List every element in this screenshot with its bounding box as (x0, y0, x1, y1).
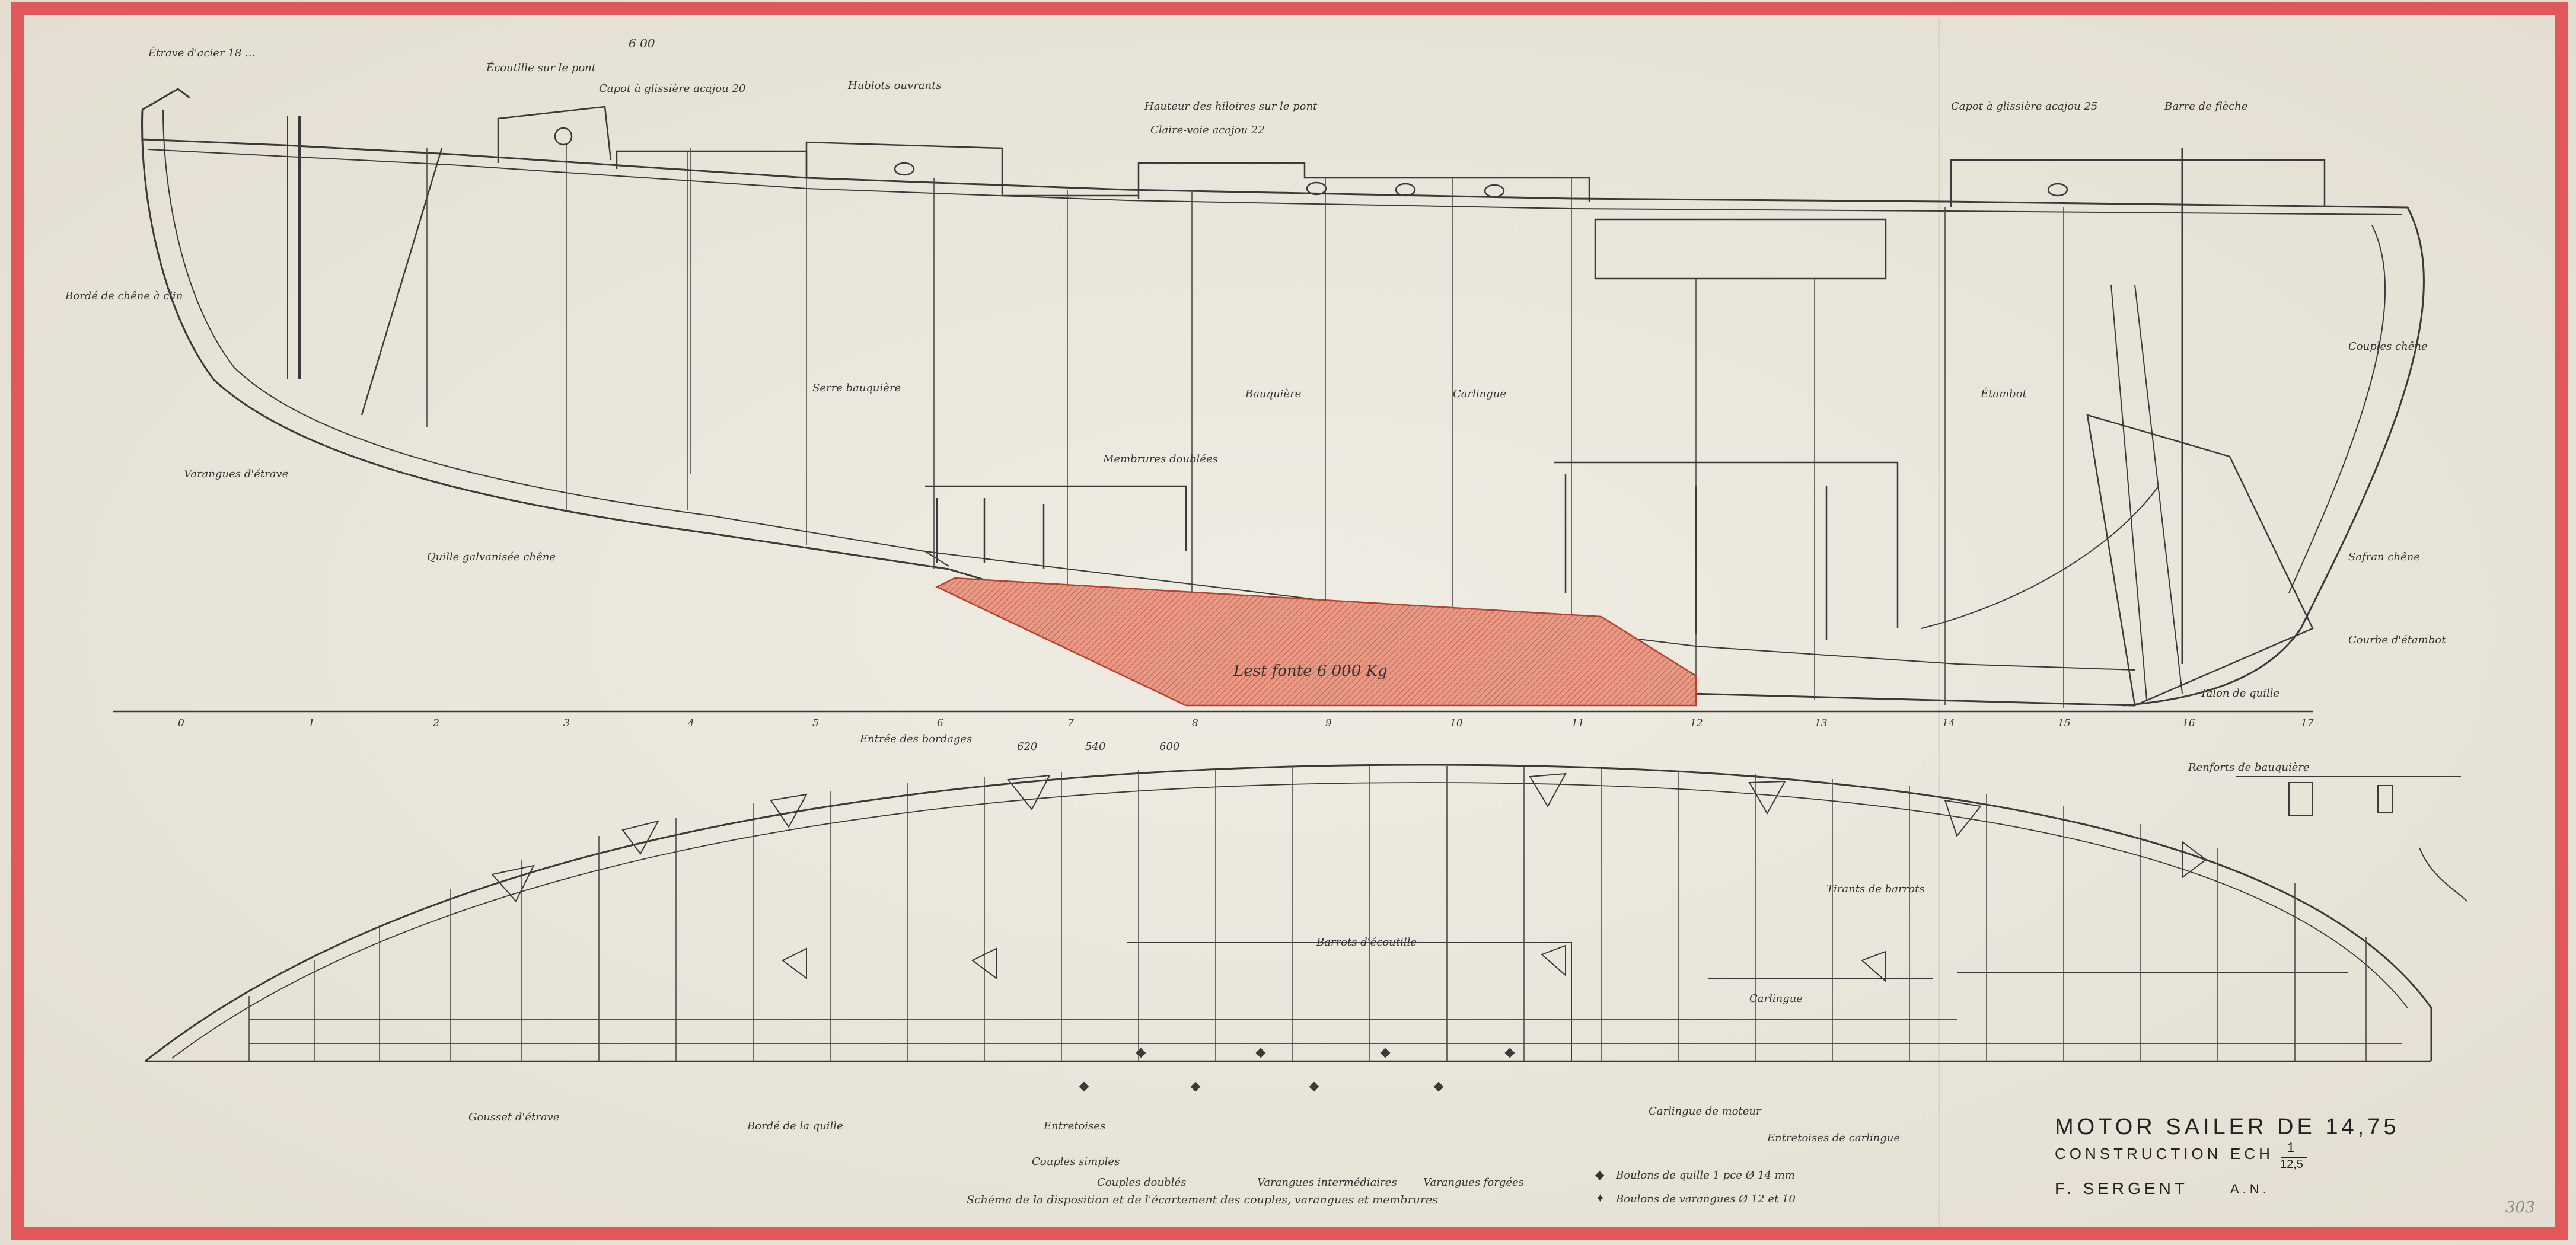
note-portholes: Hublots ouvrants (847, 79, 942, 92)
detail-sketch (2236, 776, 2467, 902)
ballast-label: Lest fonte 6 000 Kg (1233, 662, 1388, 680)
legend-symbol-2: ✦ (1595, 1191, 1605, 1205)
frame-number: 13 (1815, 717, 1828, 729)
keel-bolts (1079, 1048, 1515, 1092)
note-clamp: Bauquière (1245, 388, 1301, 400)
note-hatch: Écoutille sur le pont (486, 60, 597, 74)
note-stem-gusset: Gousset d'étrave (468, 1111, 559, 1123)
note-spacers: Entretoises (1043, 1120, 1105, 1132)
frame-number: 3 (563, 717, 570, 729)
deck-line (142, 138, 2408, 209)
note-sternpost: Étambot (1980, 387, 2027, 400)
frame-number: 0 (178, 717, 184, 729)
bolt-legend: ◆ Boulons de quille 1 pce Ø 14 mm ✦ Boul… (1595, 1167, 1796, 1205)
note-frames: Membrures doublées (1102, 453, 1218, 465)
stern (2122, 207, 2425, 707)
profile-frames (426, 145, 2064, 708)
drawing-subtitle: CONSTRUCTION (2055, 1145, 2222, 1163)
note-plan-keelson: Carlingue (1749, 992, 1803, 1005)
note-forged-floors: Varangues forgées (1423, 1176, 1524, 1189)
drawing-title: MOTOR SAILER DE 14,75 (2055, 1115, 2400, 1139)
frame-number: 8 (1192, 717, 1198, 729)
frame-number: 14 (1942, 717, 1955, 729)
stem (141, 109, 712, 535)
note-heel: Talon de quille (2200, 687, 2279, 700)
title-block: MOTOR SAILER DE 14,75 CONSTRUCTION ECH 1… (2055, 1115, 2400, 1215)
frame-number: 17 (2301, 717, 2314, 729)
note-stern-knee: Courbe d'étambot (2348, 634, 2446, 646)
frame-number: 15 (2058, 717, 2071, 729)
plan-dim-2: 540 (1085, 740, 1105, 753)
note-planking: Bordé de chêne à clin (65, 290, 183, 302)
legend-text-2: Boulons de varangues Ø 12 et 10 (1615, 1193, 1796, 1205)
note-hatch-beams: Barrots d'écoutille (1316, 936, 1417, 949)
plan-caption: Schéma de la disposition et de l'écartem… (967, 1193, 1438, 1206)
plan-dim-3: 600 (1159, 740, 1179, 753)
frame-number: 5 (812, 717, 819, 729)
plan-frames (248, 766, 2367, 1061)
note-aft-hatch: Capot à glissière acajou 25 (1951, 100, 2097, 113)
scale-denominator: 12,5 (2280, 1158, 2303, 1171)
legend-symbol-1: ◆ (1595, 1167, 1605, 1182)
plan-dim-1: 620 (1017, 740, 1037, 753)
note-engine-keelson: Carlingue de moteur (1649, 1105, 1762, 1118)
frame-numbers: 0 1 2 3 4 5 6 7 8 9 10 11 12 13 14 15 16… (178, 717, 2314, 729)
note-clamp-reinf: Renforts de bauquière (2188, 761, 2310, 774)
frame-number: 2 (432, 717, 439, 729)
scale-bar (2281, 1157, 2307, 1158)
note-tie-rods: Tirants de barrots (1826, 883, 1925, 895)
frame-number: 12 (1690, 717, 1703, 729)
note-keel: Quille galvanisée chêne (427, 551, 556, 563)
designer-name: F. SERGENT (2055, 1179, 2188, 1198)
note-spreader: Barre de flèche (2164, 100, 2247, 113)
note-skylight: Claire-voie acajou 22 (1150, 124, 1265, 136)
note-simple-frames: Couples simples (1032, 1155, 1120, 1168)
note-ribs: Couples chêne (2348, 340, 2428, 353)
frame-number: 6 (937, 717, 943, 729)
frame-number: 1 (308, 717, 315, 729)
scale-label: ECH (2230, 1145, 2274, 1163)
note-double-frames: Couples doublés (1097, 1176, 1186, 1189)
note-shelf: Serre bauquière (812, 382, 901, 394)
frame-number: 10 (1450, 717, 1463, 729)
note-coaming: Hauteur des hiloires sur le pont (1144, 100, 1318, 113)
plan-notes: 620 540 600 Entrée des bordages Entretoi… (468, 733, 2310, 1206)
sheet-number: 303 (2505, 1199, 2535, 1217)
note-keelson: Carlingue (1453, 388, 1506, 400)
note-slide-hatch: Capot à glissière acajou 20 (599, 82, 745, 95)
plan-knees (491, 772, 2207, 983)
profile-notes: 6 00 Étrave d'acier 18 ... Écoutille sur… (65, 36, 2446, 700)
note-keelson-spacers: Entretoises de carlingue (1767, 1132, 1900, 1144)
sheet-border (11, 2, 2568, 1240)
engine-bed (925, 461, 1899, 640)
frame-number: 9 (1325, 717, 1332, 729)
profile-dimension: 6 00 (629, 36, 655, 50)
frame-number: 7 (1067, 717, 1074, 729)
note-floors: Varangues d'étrave (184, 468, 288, 480)
note-int-floors: Varangues intermédiaires (1257, 1176, 1397, 1189)
drafter-initials: A.N. (2230, 1182, 2270, 1196)
plan-sheer-line (145, 764, 2432, 1062)
legend-text-1: Boulons de quille 1 pce Ø 14 mm (1615, 1169, 1795, 1182)
note-plank-ends: Entrée des bordages (859, 733, 972, 745)
note-stem: Étrave d'acier 18 ... (148, 46, 255, 59)
note-keel-plank: Bordé de la quille (747, 1120, 843, 1132)
frame-number: 16 (2182, 717, 2195, 729)
frame-number: 11 (1571, 717, 1585, 729)
hull-plan (145, 764, 2432, 1062)
frame-number: 4 (687, 717, 694, 729)
deckhouses (497, 106, 2326, 280)
scale-numerator: 1 (2287, 1140, 2295, 1155)
note-rudder: Safran chêne (2348, 551, 2420, 563)
